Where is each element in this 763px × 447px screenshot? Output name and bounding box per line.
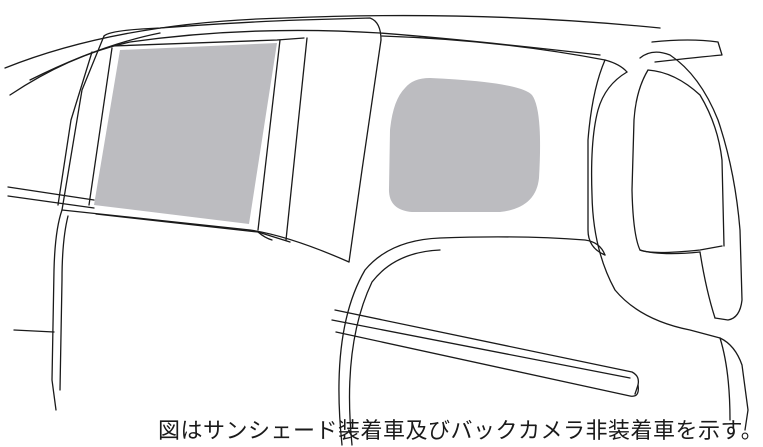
front-door-beltline-2 [7, 195, 95, 209]
rear-door-window-sunshade [94, 43, 277, 224]
rear-door-beltline [61, 209, 350, 263]
a-pillar-line [57, 51, 93, 206]
rear-lamp-lower-edge [699, 251, 716, 319]
rear-gate-outer [590, 71, 749, 431]
rear-door-front-pillar-outer [61, 35, 105, 211]
rear-door-window-frame [111, 37, 305, 47]
side-garnish-lower [335, 331, 639, 397]
front-door-rear-edge [51, 209, 63, 411]
rear-door-beltline-lower [95, 213, 291, 243]
roof-outer-line [4, 14, 661, 69]
c-pillar-line [348, 39, 382, 263]
rear-door-front-pillar-inner [88, 47, 113, 206]
rear-wheel-arch-inner [348, 249, 441, 446]
side-sill-upper [331, 319, 631, 379]
rear-lamp-lens-top [647, 69, 725, 247]
front-door-lower-line [13, 329, 55, 333]
rear-door-upper-sash [103, 17, 382, 41]
b-pillar-left [257, 39, 281, 231]
diagram-caption: 図はサンシェード装着車及びバックカメラ非装着車を示す。 [158, 419, 763, 444]
rear-spoiler [651, 39, 723, 63]
rear-bumper-corner [719, 337, 731, 421]
quarter-window-sunshade [388, 78, 541, 212]
rear-lamp-inner [631, 69, 723, 254]
beltline-notch [257, 231, 273, 241]
front-door-edge-inner [59, 215, 69, 391]
rear-lamp-divider [639, 249, 701, 255]
front-door-beltline-1 [7, 186, 95, 201]
d-pillar-line [587, 59, 606, 256]
b-pillar-right [285, 37, 308, 241]
quarter-window-frame [381, 35, 628, 73]
rear-lamp-outer [639, 51, 743, 321]
side-garnish-upper [334, 309, 640, 395]
